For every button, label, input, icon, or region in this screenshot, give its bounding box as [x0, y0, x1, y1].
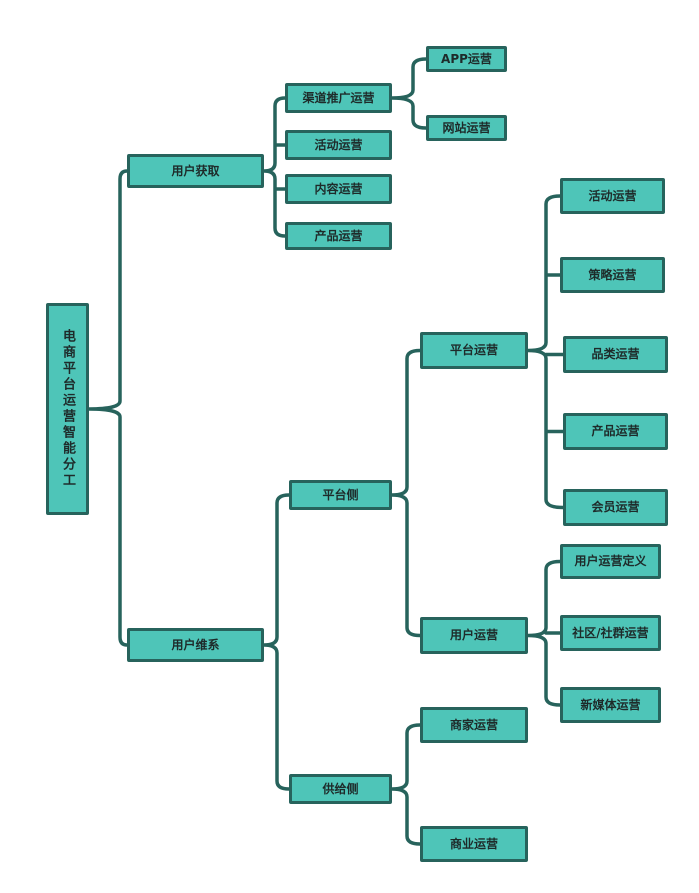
bracket-connector — [263, 96, 287, 238]
bracket-connector — [391, 348, 422, 638]
bracket-connector — [88, 169, 129, 647]
node-platform-activity-ops[interactable]: 活动运营 — [560, 178, 665, 214]
bracket-connector — [391, 723, 422, 846]
bracket-connector — [263, 493, 291, 791]
node-member-ops[interactable]: 会员运营 — [563, 489, 668, 526]
node-user-ops[interactable]: 用户运营 — [420, 617, 528, 654]
bracket-connector — [391, 57, 428, 130]
node-platform-product-ops[interactable]: 产品运营 — [563, 413, 668, 450]
node-user-acquisition[interactable]: 用户获取 — [127, 154, 264, 188]
root-node[interactable]: 电商平台运营智能分工 — [46, 303, 89, 515]
node-website-ops[interactable]: 网站运营 — [426, 115, 507, 141]
node-strategy-ops[interactable]: 策略运营 — [560, 257, 665, 293]
node-platform-ops[interactable]: 平台运营 — [420, 332, 528, 369]
node-channel-promotion[interactable]: 渠道推广运营 — [285, 83, 392, 113]
node-merchant-ops[interactable]: 商家运营 — [420, 707, 528, 743]
node-product-ops[interactable]: 产品运营 — [285, 222, 392, 250]
bracket-connector — [527, 194, 565, 510]
node-business-ops[interactable]: 商业运营 — [420, 826, 528, 862]
node-category-ops[interactable]: 品类运营 — [563, 336, 668, 373]
node-supply-side[interactable]: 供给侧 — [289, 774, 392, 804]
node-platform-side[interactable]: 平台侧 — [289, 480, 392, 510]
node-user-ops-definition[interactable]: 用户运营定义 — [560, 544, 661, 579]
node-content-ops[interactable]: 内容运营 — [285, 174, 392, 204]
node-activity-ops[interactable]: 活动运营 — [285, 130, 392, 160]
node-app-ops[interactable]: APP运营 — [426, 46, 507, 72]
node-new-media-ops[interactable]: 新媒体运营 — [560, 687, 661, 723]
bracket-connector — [527, 559, 562, 707]
node-user-retention[interactable]: 用户维系 — [127, 628, 264, 662]
node-community-ops[interactable]: 社区/社群运营 — [560, 615, 661, 651]
